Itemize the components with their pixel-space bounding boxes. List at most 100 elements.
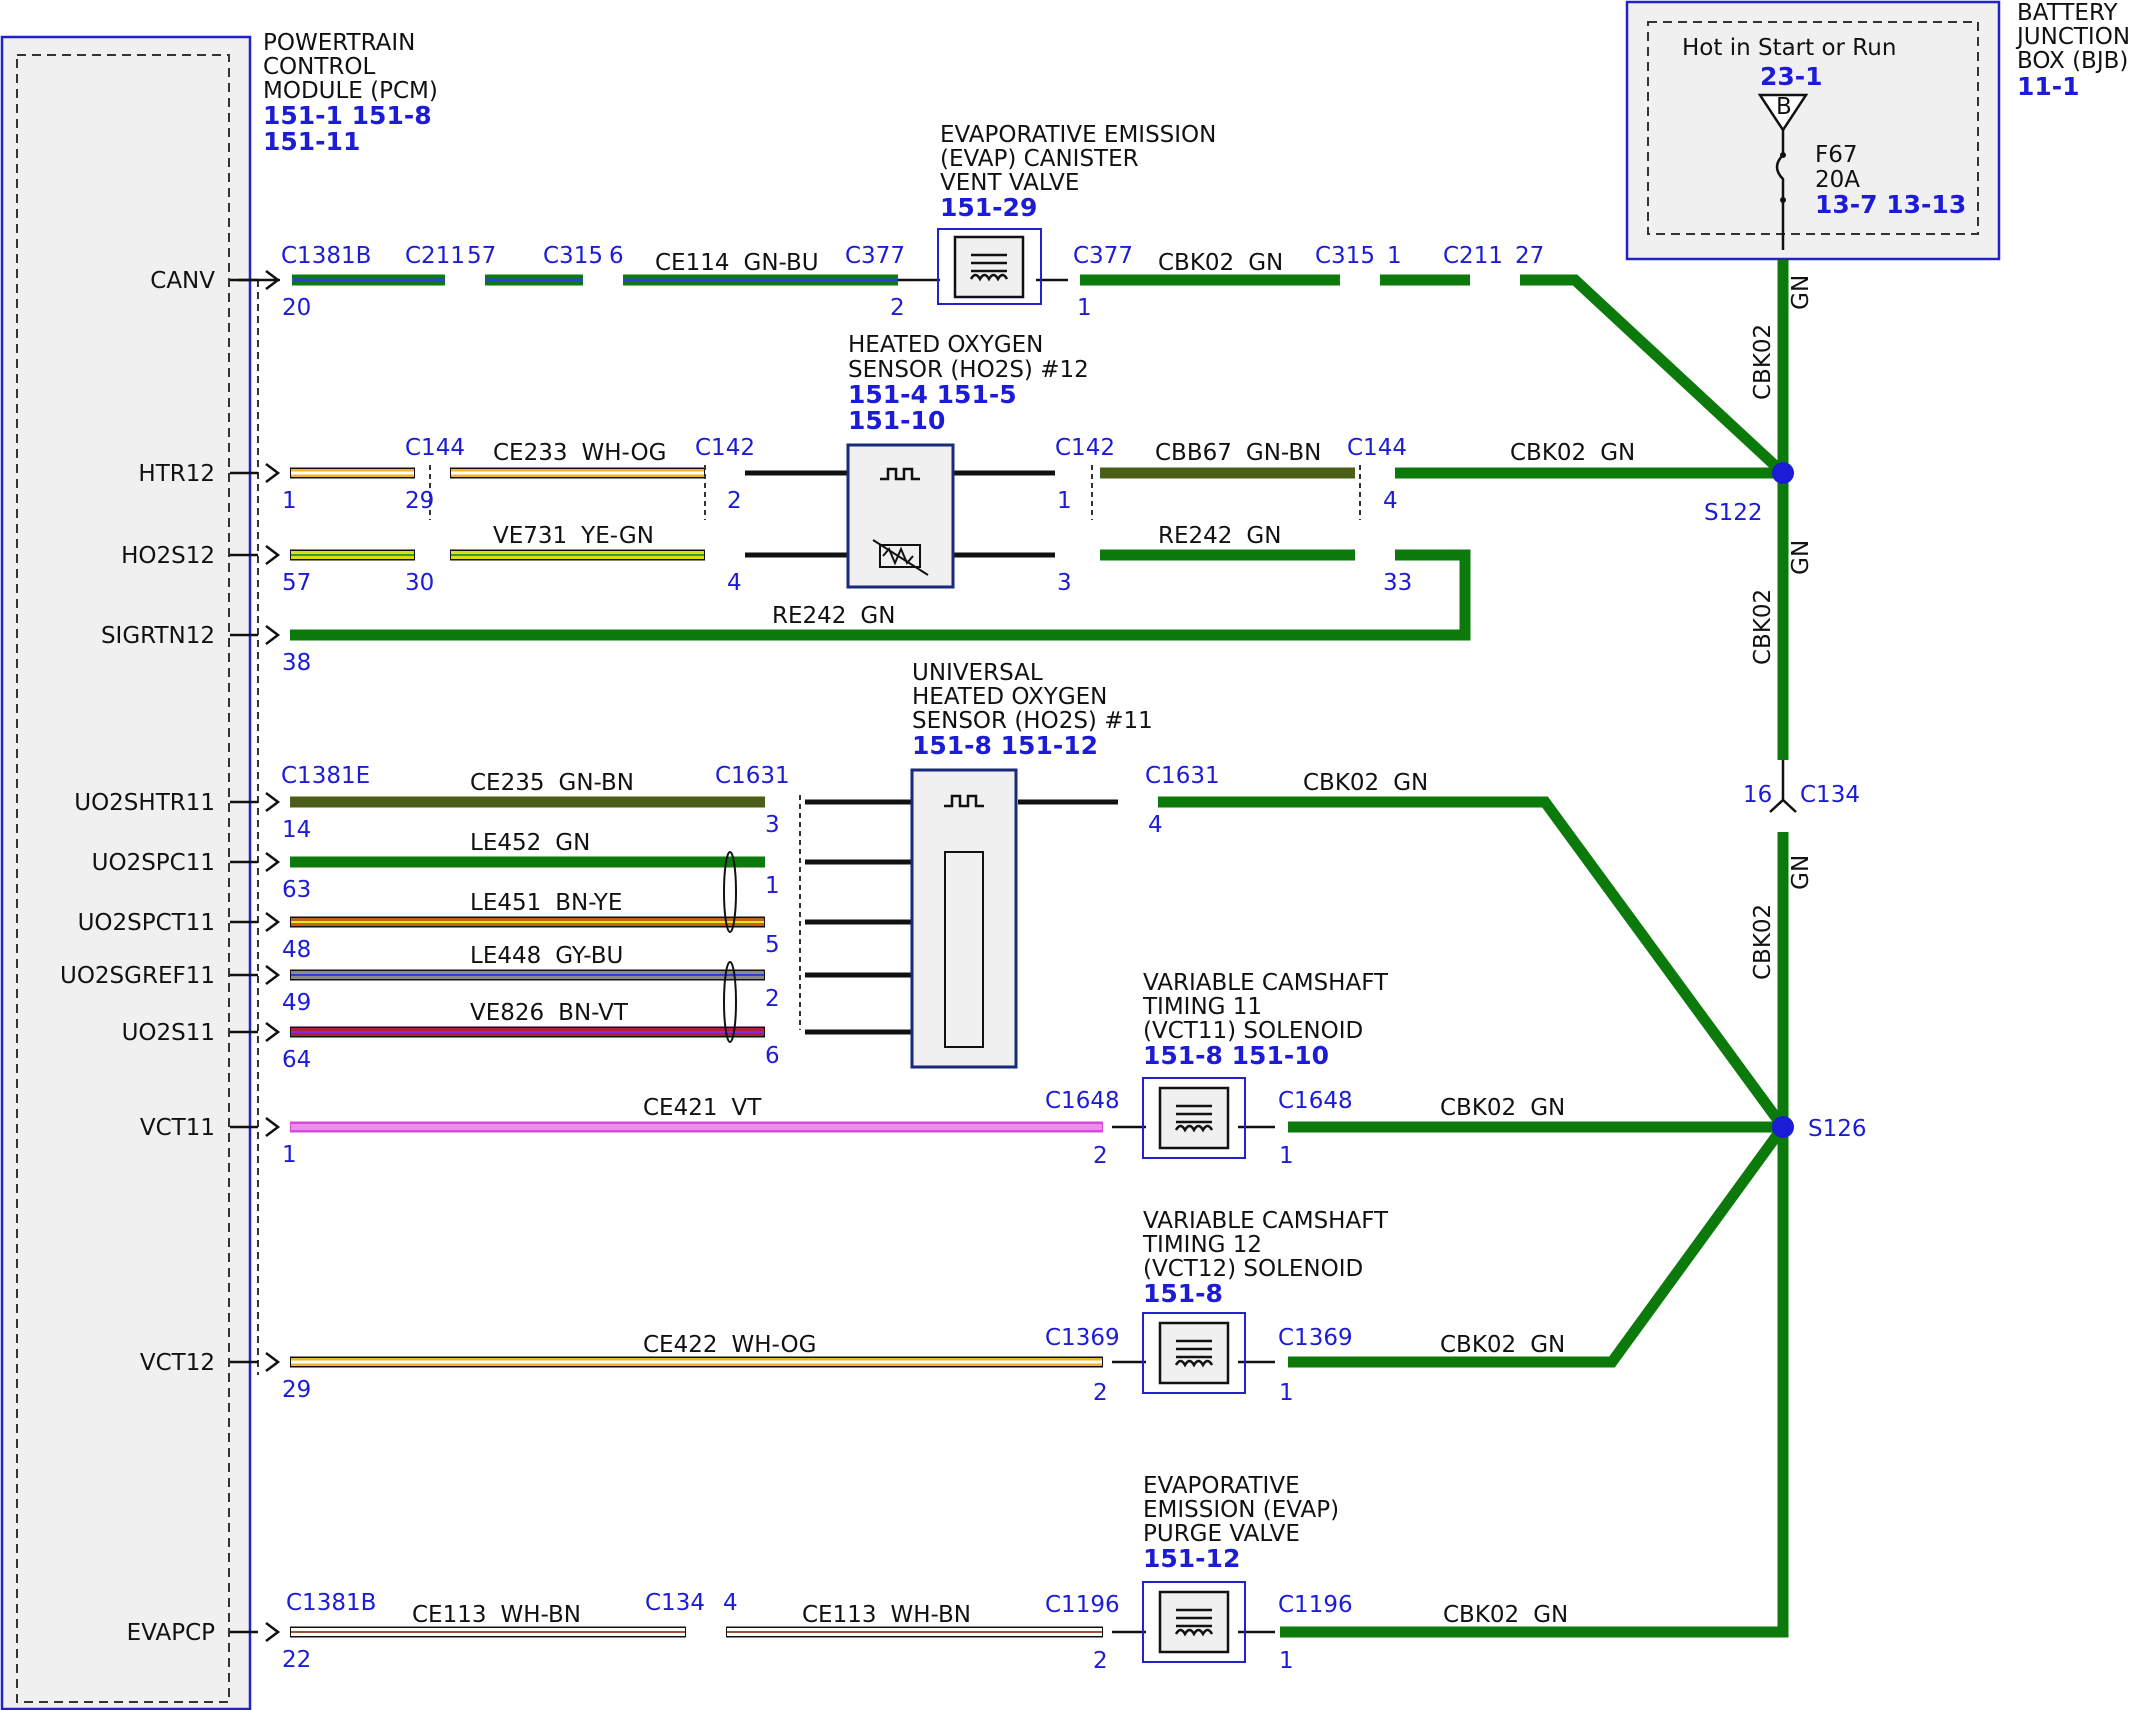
pcm-pin-number: 57 [282,570,311,596]
connector-label: 6 [609,243,624,269]
pin-label: 1 [765,873,780,899]
signal-label: UO2SPCT11 [78,910,215,936]
pcm-pin-number: 63 [282,877,311,903]
pcm-pin-connector-icon [230,545,281,565]
pin-label: 3 [1057,570,1072,596]
pin-label: 1 [1077,295,1092,321]
pin-label: 2 [1093,1648,1108,1674]
pin-label: 3 [765,812,780,838]
connector-label: C1648 [1045,1088,1120,1114]
evap-purge-valve-refs: 151-12 [1143,1544,1240,1573]
connector-label: C315 [543,243,603,269]
pcm-pin-number: 29 [282,1377,311,1403]
vct11-refs: 151-8 151-10 [1143,1041,1329,1070]
pcm-pin-connector-icon [230,1622,281,1642]
bjb-ref: 11-1 [2017,72,2080,101]
pcm-pin-number: 22 [282,1647,311,1673]
connector-label: C377 [1073,243,1133,269]
uho2s11-refs: 151-8 151-12 [912,731,1098,760]
pcm-pin-connector-icon [230,912,281,932]
pin-label: 33 [1383,570,1412,596]
splice-label: S122 [1704,500,1763,526]
pcm-pin-connector-icon [230,270,281,290]
signal-label: UO2SHTR11 [74,790,215,816]
pin-label: 29 [405,488,434,514]
fuse-amps: 20A [1815,167,1860,193]
connector-label: C211 [405,243,465,269]
splice-label: S126 [1808,1116,1867,1142]
signal-label: UO2SGREF11 [60,963,215,989]
battery-junction-box: Hot in Start or Run 23-1 B F67 20A 13-7 … [1625,0,2130,261]
pcm-pin-connector-icon [230,1352,281,1372]
vct12-refs: 151-8 [1143,1279,1223,1308]
pin-label: 4 [1148,812,1163,838]
connector-label: 4 [723,1590,738,1616]
signal-label: EVAPCP [127,1620,215,1646]
pcm-row-evapcp: EVAPCP 22 [127,1620,312,1673]
pin-label: 4 [1383,488,1398,514]
pcm-pin-number: 20 [282,295,311,321]
bjb-hot-label: Hot in Start or Run [1682,35,1896,61]
bjb-bus-letter: B [1776,94,1792,120]
connector-label: 27 [1515,243,1544,269]
connector-label: C144 [1347,435,1407,461]
connector-label: C1369 [1278,1325,1353,1351]
pin-label: 30 [405,570,434,596]
pcm-pin-connector-icon [230,852,281,872]
pcm-pin-number: 14 [282,817,311,843]
pin-label: 1 [1057,488,1072,514]
canv-circuit: C1381B C211 57 C315 6 C377 C377 C315 1 C… [238,228,1544,321]
signal-label: UO2S11 [122,1020,215,1046]
pcm-pin-number: 48 [282,937,311,963]
connector-label: C1381B [281,243,371,269]
pin-label: 5 [765,932,780,958]
connector-label: C142 [1055,435,1115,461]
pcm-pin-connector-icon [230,1022,281,1042]
connector-label: C134 [1800,782,1860,808]
pcm-row-uo2spct11: UO2SPCT11 48 [78,910,312,963]
connector-label: C1631 [1145,763,1220,789]
pcm-pin-connector-icon [230,792,281,812]
connector-label: C1369 [1045,1325,1120,1351]
connector-label: C1648 [1278,1088,1353,1114]
connector-label: 57 [467,243,496,269]
splice-s122 [1772,462,1794,484]
pcm-pin-number: 1 [282,1142,297,1168]
pin-label: 16 [1743,782,1772,808]
fuse-refs: 13-7 13-13 [1815,190,1966,219]
ground-trunk: S122 S126 16 C134 CBK02GN CBK02GN CBK02G… [1158,260,1867,1638]
pcm-pin-connector-icon [230,1117,281,1137]
pin-label: 6 [765,1043,780,1069]
pin-label: 2 [765,986,780,1012]
signal-label: CANV [150,268,215,294]
